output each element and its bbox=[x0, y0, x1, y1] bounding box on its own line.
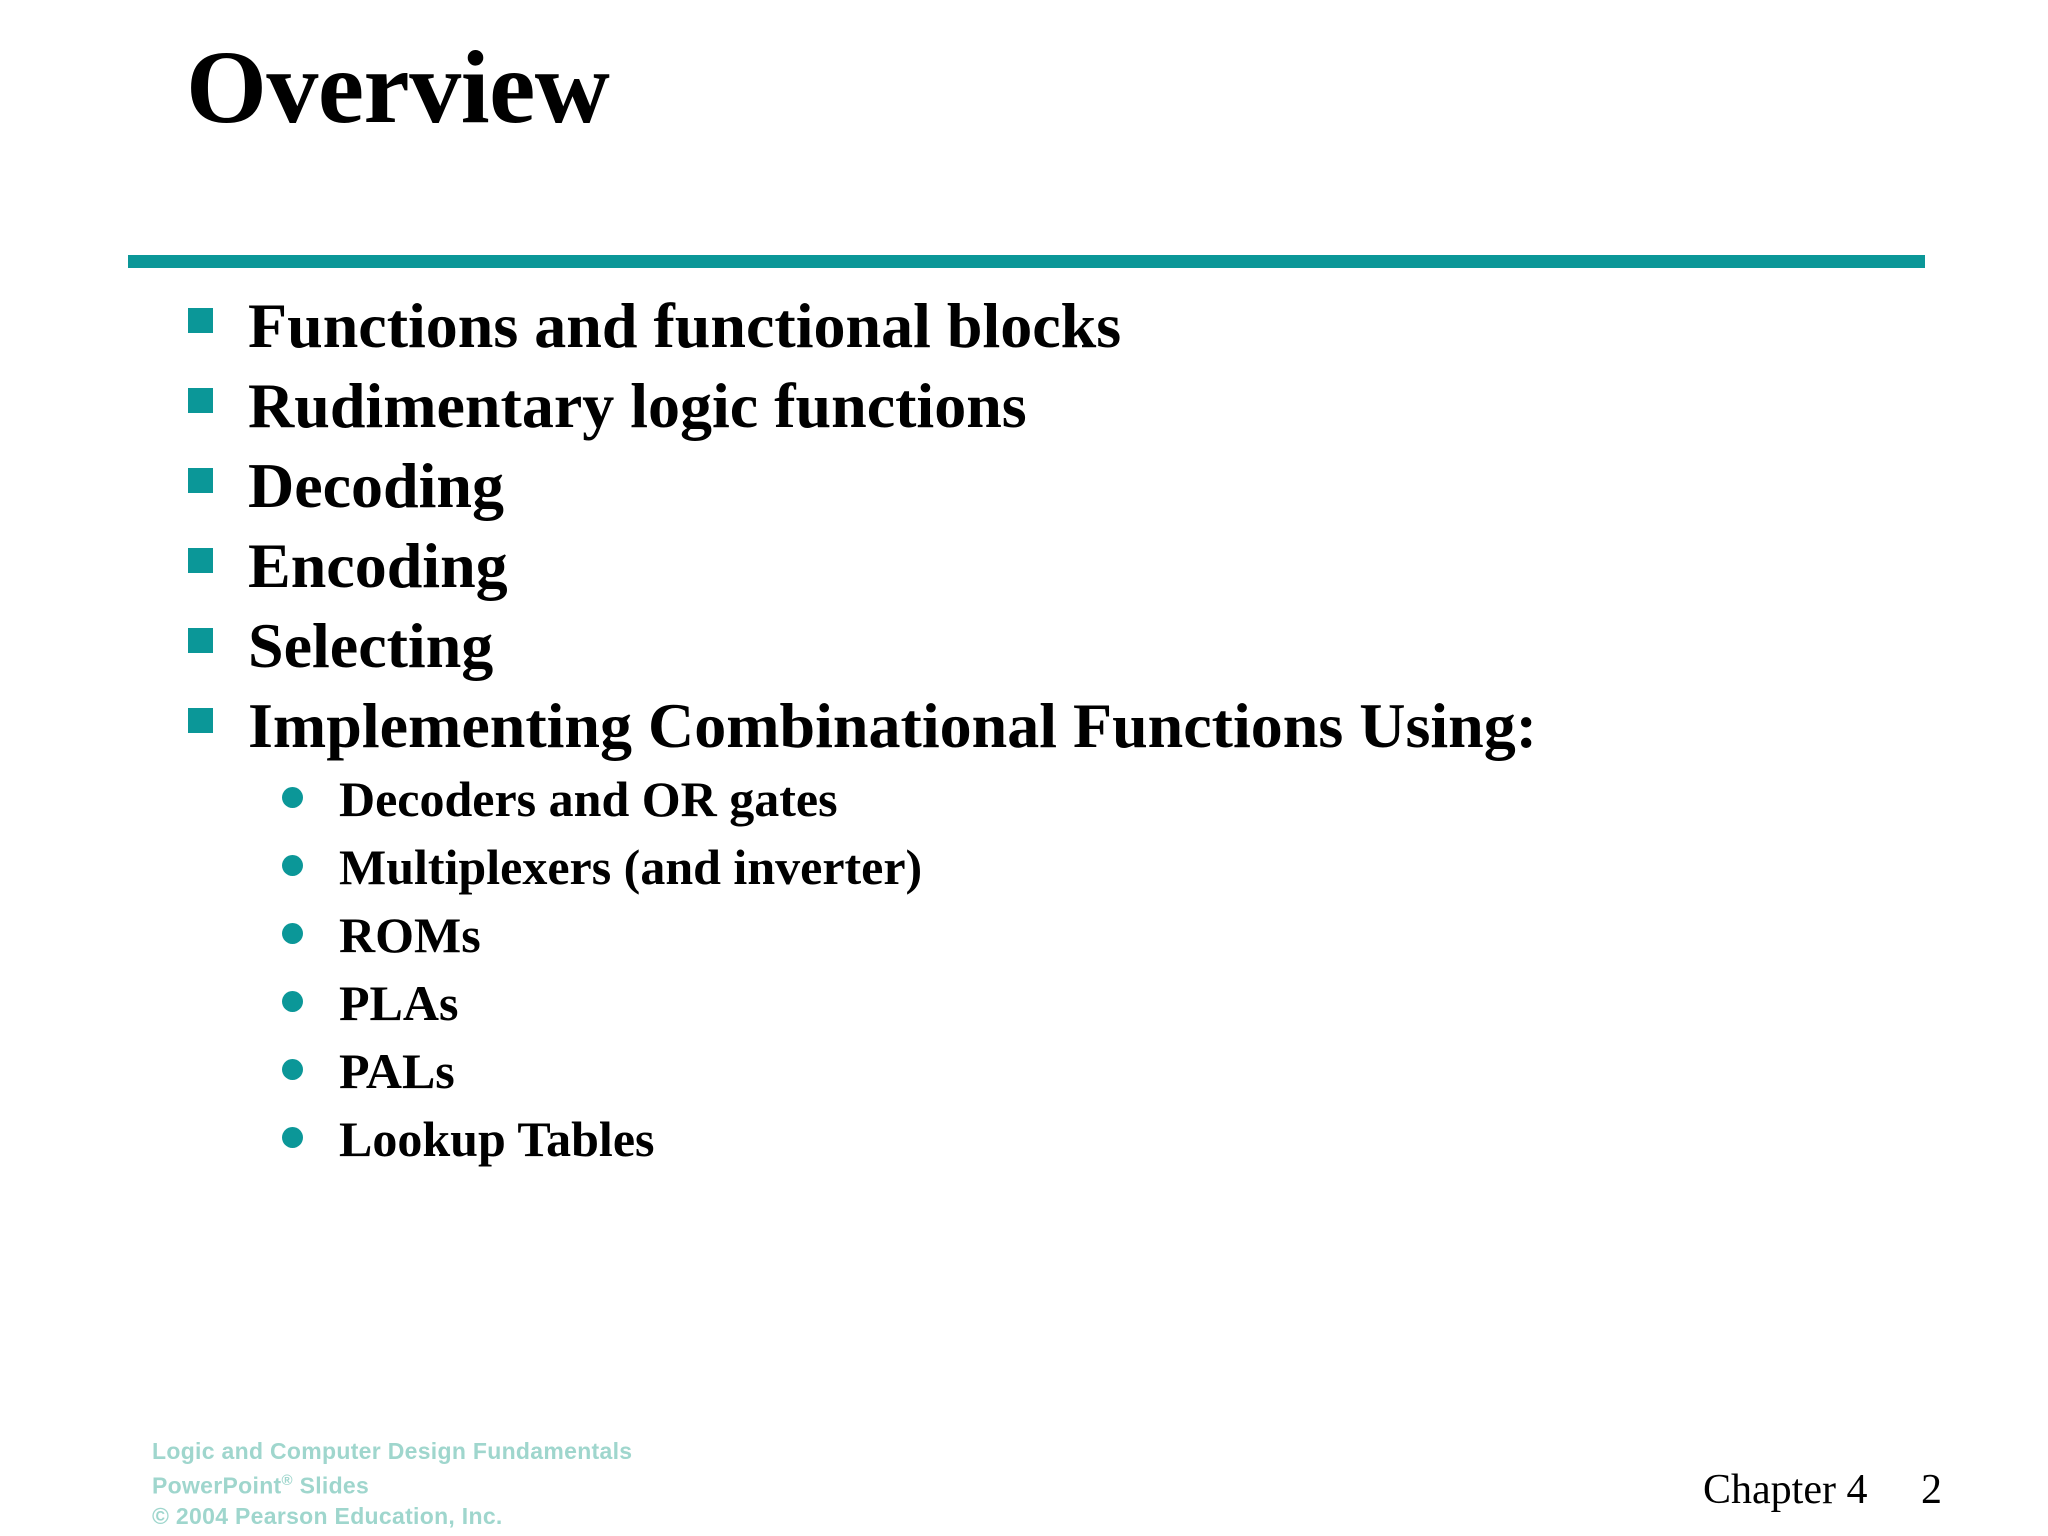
sub-list-item: Multiplexers (and inverter) bbox=[0, 836, 2048, 904]
registered-mark-icon: ® bbox=[281, 1472, 293, 1489]
sub-list-item: ROMs bbox=[0, 904, 2048, 972]
watermark-line-copyright: © 2004 Pearson Education, Inc. bbox=[152, 1502, 503, 1529]
round-bullet-icon bbox=[282, 991, 303, 1012]
sub-list-item: PALs bbox=[0, 1040, 2048, 1108]
sub-list-item-label: Decoders and OR gates bbox=[339, 771, 838, 827]
sub-list-item-label: Lookup Tables bbox=[339, 1111, 655, 1167]
sub-list-item-label: PLAs bbox=[339, 975, 459, 1031]
list-item-label: Encoding bbox=[248, 530, 508, 601]
list-item: Implementing Combinational Functions Usi… bbox=[0, 688, 2048, 768]
round-bullet-icon bbox=[282, 923, 303, 944]
sub-list-item-label: ROMs bbox=[339, 907, 481, 963]
square-bullet-icon bbox=[188, 548, 213, 573]
list-item-label: Implementing Combinational Functions Usi… bbox=[248, 690, 1538, 761]
round-bullet-icon bbox=[282, 787, 303, 808]
footer-watermark: Logic and Computer Design Fundamentals P… bbox=[152, 1436, 632, 1531]
round-bullet-icon bbox=[282, 855, 303, 876]
page-title: Overview bbox=[186, 30, 610, 145]
bullet-list: Functions and functional blocks Rudiment… bbox=[0, 288, 2048, 1176]
square-bullet-icon bbox=[188, 708, 213, 733]
title-divider-rule bbox=[128, 255, 1925, 268]
sub-list-item-label: Multiplexers (and inverter) bbox=[339, 839, 923, 895]
sub-list-item-label: PALs bbox=[339, 1043, 455, 1099]
watermark-slides-text: Slides bbox=[292, 1472, 370, 1499]
list-item-label: Functions and functional blocks bbox=[248, 290, 1122, 361]
list-item: Encoding bbox=[0, 528, 2048, 608]
list-item: Decoding bbox=[0, 448, 2048, 528]
list-item-label: Decoding bbox=[248, 450, 504, 521]
list-item-label: Selecting bbox=[248, 610, 494, 681]
sub-list-item: Decoders and OR gates bbox=[0, 768, 2048, 836]
list-item-label: Rudimentary logic functions bbox=[248, 370, 1027, 441]
watermark-line-title: Logic and Computer Design Fundamentals bbox=[152, 1438, 633, 1464]
watermark-line-powerpoint: PowerPoint® Slides bbox=[152, 1466, 632, 1501]
square-bullet-icon bbox=[188, 388, 213, 413]
footer-page-number: 2 bbox=[1921, 1467, 1942, 1513]
square-bullet-icon bbox=[188, 628, 213, 653]
square-bullet-icon bbox=[188, 468, 213, 493]
footer-chapter-label: Chapter 4 bbox=[1703, 1467, 1868, 1513]
sub-list-item: Lookup Tables bbox=[0, 1108, 2048, 1176]
list-item: Functions and functional blocks bbox=[0, 288, 2048, 368]
round-bullet-icon bbox=[282, 1127, 303, 1148]
square-bullet-icon bbox=[188, 308, 213, 333]
round-bullet-icon bbox=[282, 1059, 303, 1080]
sub-list-item: PLAs bbox=[0, 972, 2048, 1040]
watermark-powerpoint-text: PowerPoint bbox=[152, 1472, 282, 1499]
list-item: Selecting bbox=[0, 608, 2048, 688]
list-item: Rudimentary logic functions bbox=[0, 368, 2048, 448]
